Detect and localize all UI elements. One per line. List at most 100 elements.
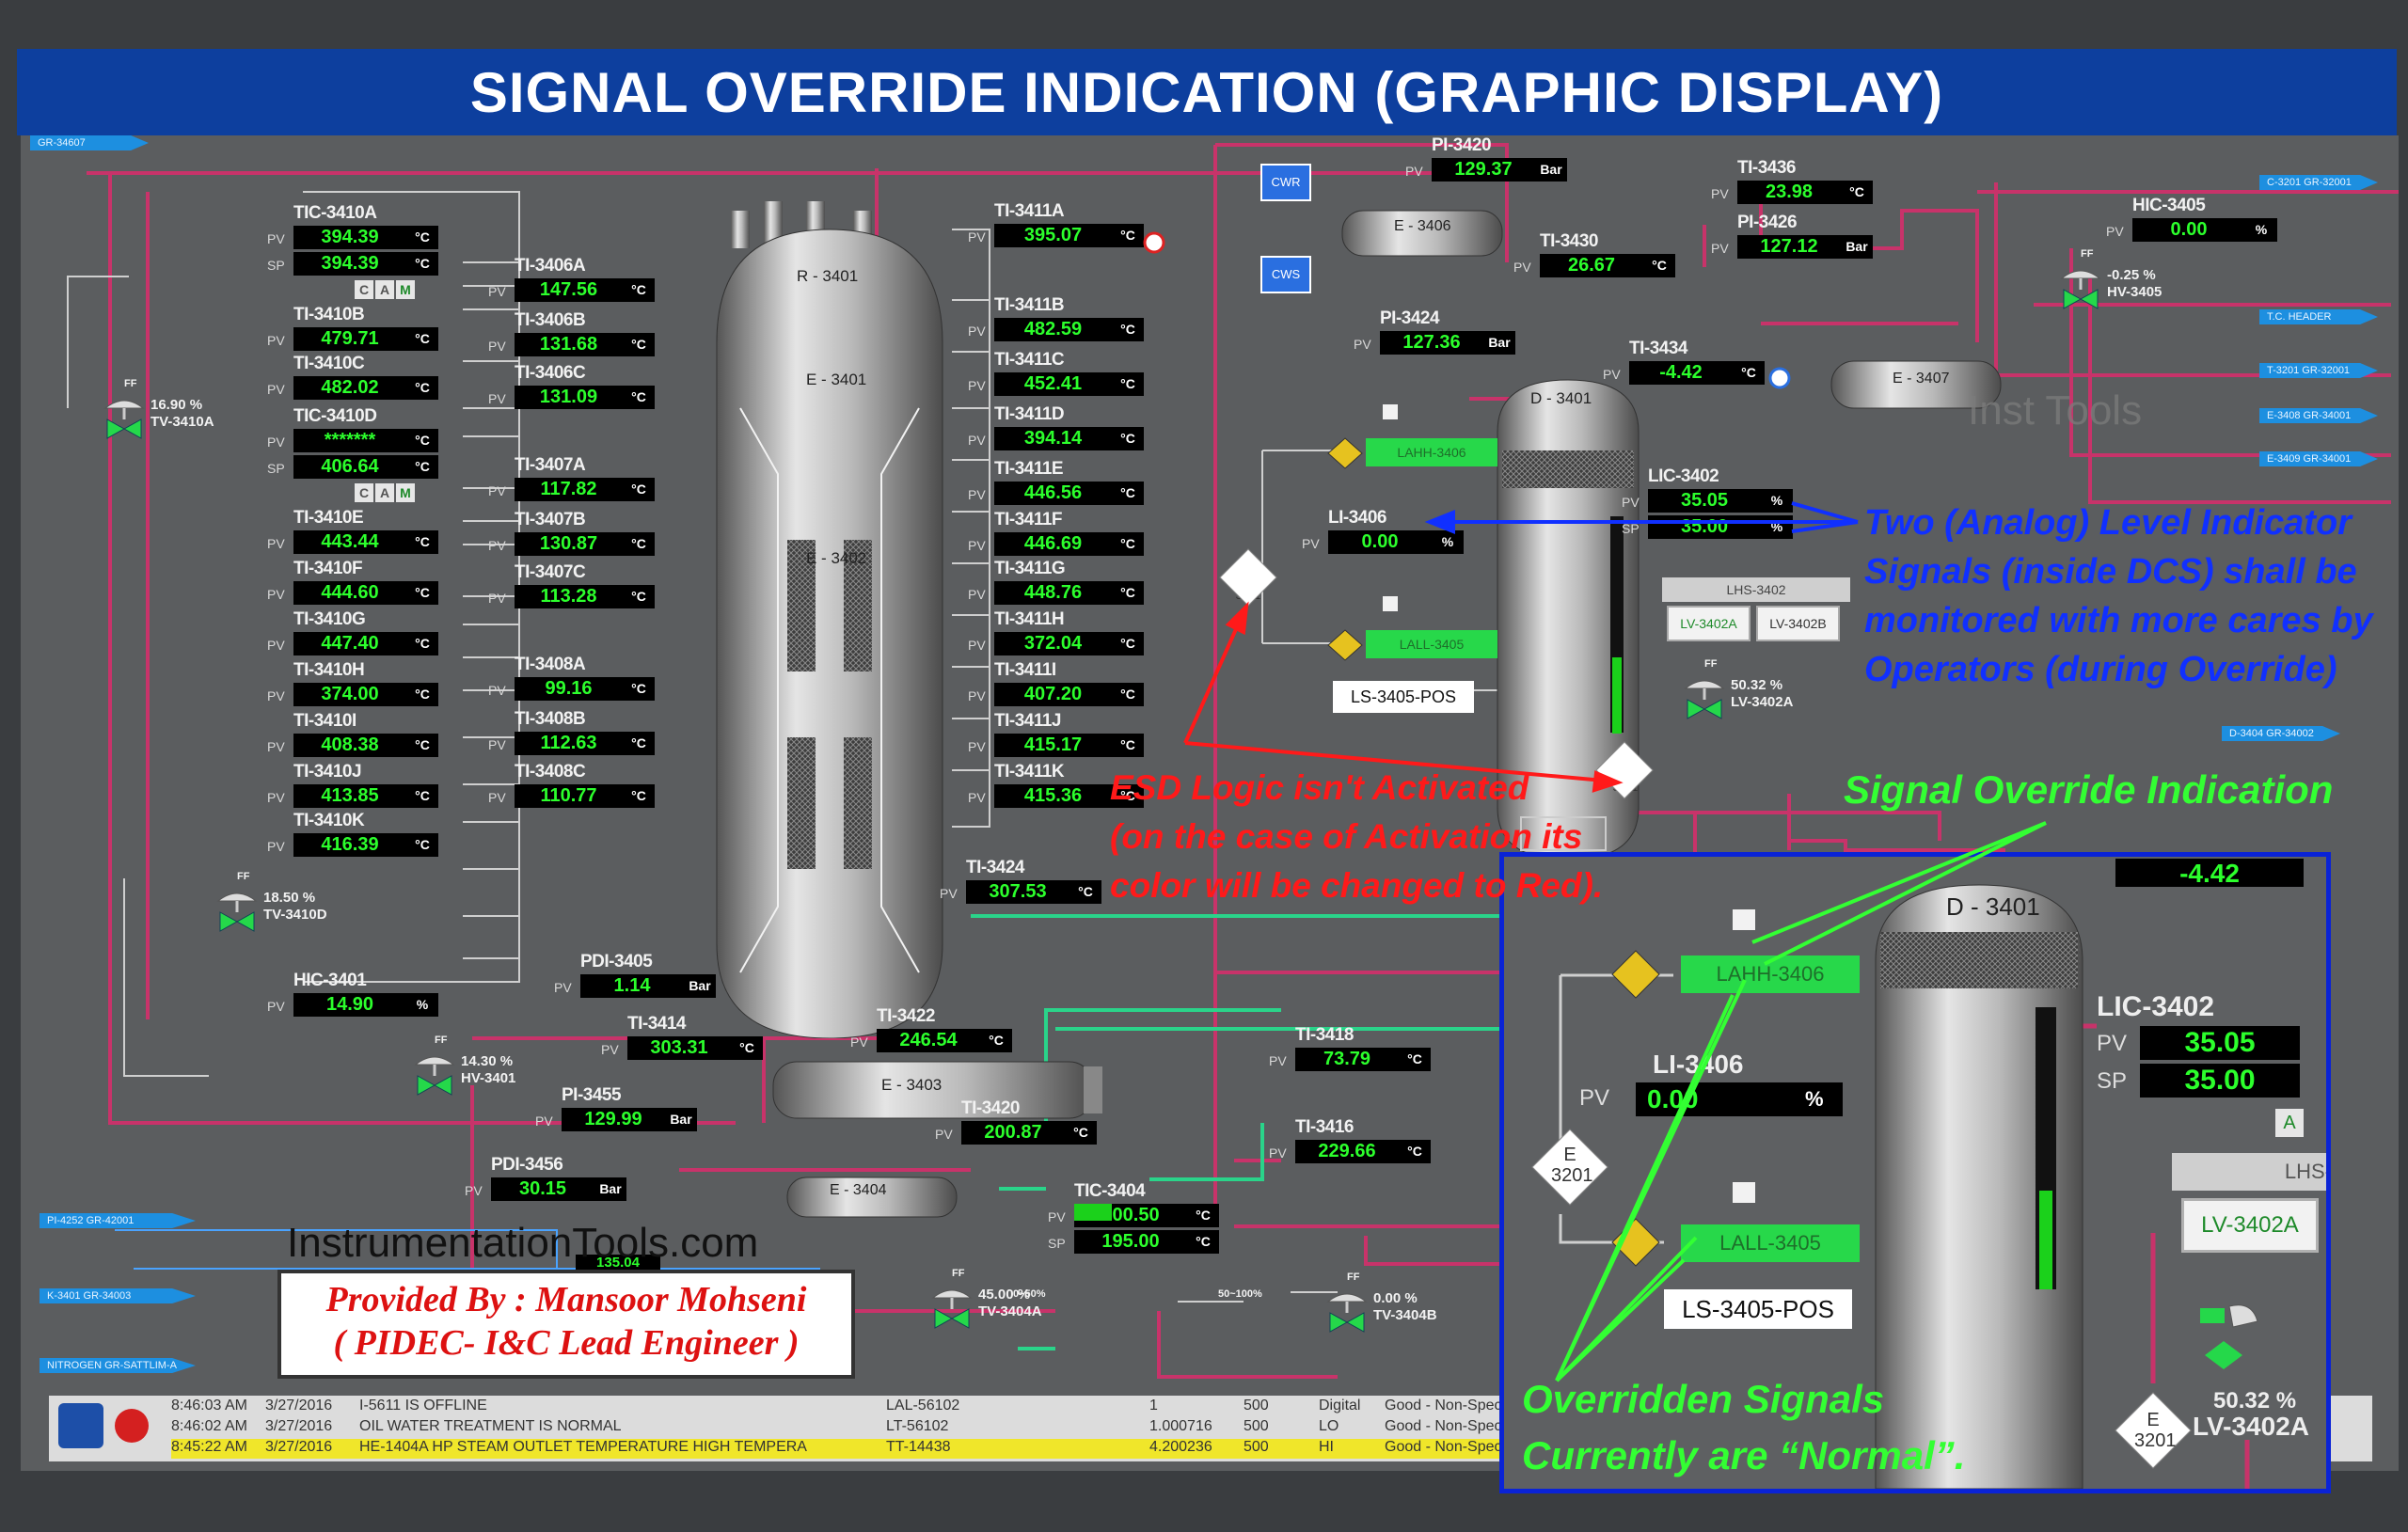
zoom-lv-3402a-button[interactable]: LV-3402A (2181, 1198, 2319, 1253)
pv-value-right-6[interactable]: 448.76 (994, 581, 1112, 605)
pv-value-ti3430[interactable]: 26.67 (1540, 254, 1643, 277)
mode-button-m[interactable]: M (396, 483, 415, 502)
sp-label: SP (1622, 521, 1640, 536)
pv-value-ti3422[interactable]: 246.54 (877, 1029, 980, 1052)
pv-value-pdi3456[interactable]: 30.15 (491, 1177, 594, 1201)
pv-value-right-9[interactable]: 415.17 (994, 734, 1112, 757)
pv-value-left-2[interactable]: 482.02 (293, 376, 406, 400)
pv-value-mid-2[interactable]: 131.09 (515, 386, 623, 409)
pv-value-mid-7[interactable]: 112.63 (515, 732, 623, 755)
pv-value-ti3414[interactable]: 303.31 (627, 1036, 731, 1060)
pv-value-right-10[interactable]: 415.36 (994, 784, 1112, 808)
pv-value-left-3[interactable]: ******* (293, 429, 406, 452)
lahh-3406-indicator[interactable]: LAHH-3406 (1366, 438, 1497, 466)
pv-value-right-7[interactable]: 372.04 (994, 632, 1112, 655)
pv-value-ti3436[interactable]: 23.98 (1737, 181, 1841, 204)
pv-value-left-5[interactable]: 444.60 (293, 581, 406, 605)
control-valve-icon[interactable] (406, 1048, 463, 1104)
offpage-connector[interactable]: K-3401 GR-34003 (40, 1288, 196, 1303)
mode-button-a[interactable]: A (375, 483, 394, 502)
utility-cws[interactable]: CWS (1260, 256, 1311, 293)
control-valve-icon[interactable] (924, 1281, 980, 1337)
pv-value-ti3420[interactable]: 200.87 (961, 1121, 1065, 1145)
offpage-connector[interactable]: NITROGEN GR-SATTLIM-A (40, 1358, 196, 1373)
pv-value-mid-6[interactable]: 99.16 (515, 677, 623, 701)
control-valve-icon[interactable] (2052, 261, 2109, 318)
pv-value-pi3426[interactable]: 127.12 (1737, 235, 1841, 259)
pv-value-lic3402[interactable]: 35.05 (1648, 489, 1761, 513)
pv-value-mid-8[interactable]: 110.77 (515, 784, 623, 808)
pv-value-mid-5[interactable]: 113.28 (515, 585, 623, 608)
pv-value-hic3401[interactable]: 14.90 (293, 993, 406, 1017)
control-valve-icon[interactable] (209, 884, 265, 940)
pv-value-li3406[interactable]: 0.00 (1328, 530, 1432, 554)
offpage-connector[interactable]: E-3408 GR-34001 (2259, 408, 2378, 423)
offpage-connector[interactable]: E-3409 GR-34001 (2259, 451, 2378, 466)
lall-3405-indicator[interactable]: LALL-3405 (1366, 630, 1497, 658)
offpage-connector[interactable]: T.C. HEADER (2259, 309, 2378, 324)
mode-button-c[interactable]: C (355, 280, 373, 299)
offpage-connector[interactable]: D-3404 GR-34002 (2222, 726, 2340, 741)
sp-value-left-3[interactable]: 406.64 (293, 455, 406, 479)
lv-3402b-button[interactable]: LV-3402B (1756, 606, 1840, 641)
pv-value-right-2[interactable]: 452.41 (994, 372, 1112, 396)
keyboard-icon[interactable] (58, 1403, 103, 1448)
pv-value-left-10[interactable]: 416.39 (293, 833, 406, 857)
pv-value-pdi3405[interactable]: 1.14 (580, 974, 684, 998)
ls-3405-pos-button[interactable]: LS-3405-POS (1333, 681, 1474, 713)
pv-value-hic3405[interactable]: 0.00 (2132, 218, 2245, 242)
zoom-ls-3405-pos[interactable]: LS-3405-POS (1664, 1289, 1852, 1329)
pv-value-pi3420[interactable]: 129.37 (1432, 158, 1535, 182)
pv-value-left-1[interactable]: 479.71 (293, 327, 406, 351)
offpage-connector[interactable]: T-3201 GR-32001 (2259, 363, 2378, 378)
pv-value-ti3424[interactable]: 307.53 (966, 880, 1069, 904)
pv-value-mid-1[interactable]: 131.68 (515, 333, 623, 356)
pv-value-pi3424[interactable]: 127.36 (1380, 331, 1483, 355)
zoom-auto-button[interactable]: A (2275, 1109, 2304, 1137)
tag-left-10: TI-3410K (293, 811, 365, 830)
alarm-date: 3/27/2016 (265, 1398, 333, 1414)
offpage-connector[interactable]: PI-4252 GR-42001 (40, 1213, 196, 1228)
split-range-2: 50~100% (1218, 1288, 1262, 1300)
control-valve-icon[interactable] (1319, 1285, 1375, 1341)
alarm-horn-icon[interactable] (115, 1409, 149, 1443)
zoom-control-valve-icon[interactable] (2195, 1299, 2271, 1383)
mode-button-c[interactable]: C (355, 483, 373, 502)
mode-button-m[interactable]: M (396, 280, 415, 299)
lv-3402a-button[interactable]: LV-3402A (1667, 606, 1751, 641)
control-valve-icon[interactable] (96, 391, 152, 448)
pv-value-mid-3[interactable]: 117.82 (515, 478, 623, 501)
pv-value-right-1[interactable]: 482.59 (994, 318, 1112, 341)
mode-button-a[interactable]: A (375, 280, 394, 299)
pv-value-right-0[interactable]: 395.07 (994, 224, 1112, 247)
pv-value-left-6[interactable]: 447.40 (293, 632, 406, 655)
pv-label: PV (267, 536, 285, 551)
pv-value-left-7[interactable]: 374.00 (293, 683, 406, 706)
pv-value-left-9[interactable]: 413.85 (293, 784, 406, 808)
pv-value-mid-4[interactable]: 130.87 (515, 532, 623, 556)
utility-cwr[interactable]: CWR (1260, 164, 1311, 201)
zoom-lall-3405[interactable]: LALL-3405 (1681, 1224, 1860, 1262)
pv-value-left-4[interactable]: 443.44 (293, 530, 406, 554)
pv-value-right-5[interactable]: 446.69 (994, 532, 1112, 556)
sp-value-tic3404[interactable]: 195.00 (1074, 1230, 1187, 1254)
tag-mid-1: TI-3406B (515, 310, 586, 330)
pv-value-pi3455[interactable]: 129.99 (562, 1108, 665, 1131)
zoom-lic-sp-label: SP (2097, 1068, 2128, 1094)
pv-value-ti3416[interactable]: 229.66 (1295, 1140, 1399, 1163)
pv-value-ti3418[interactable]: 73.79 (1295, 1048, 1399, 1071)
pv-value-left-0[interactable]: 394.39 (293, 226, 406, 249)
pv-value-ti3434[interactable]: -4.42 (1629, 361, 1733, 385)
pv-value-right-3[interactable]: 394.14 (994, 427, 1112, 450)
pv-value-right-8[interactable]: 407.20 (994, 683, 1112, 706)
pv-value-left-8[interactable]: 408.38 (293, 734, 406, 757)
pv-value-right-4[interactable]: 446.56 (994, 482, 1112, 505)
pv-value-mid-0[interactable]: 147.56 (515, 278, 623, 302)
control-valve-icon[interactable] (1676, 671, 1733, 728)
offpage-connector[interactable]: GR-34607 (30, 135, 149, 150)
offpage-connector[interactable]: C-3201 GR-32001 (2259, 175, 2378, 190)
sp-value-left-0[interactable]: 394.39 (293, 252, 406, 276)
